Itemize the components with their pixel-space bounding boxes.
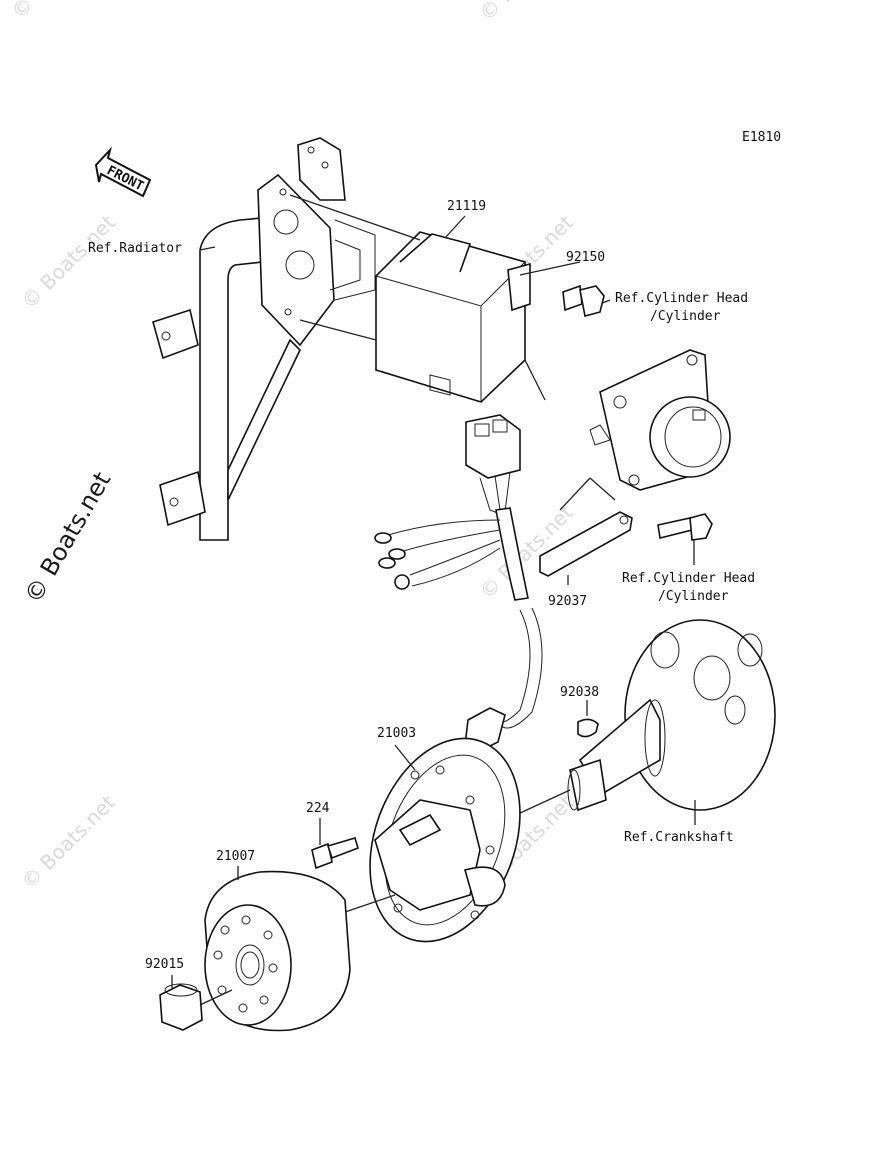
label-92150: 92150 (566, 250, 605, 265)
label-92037: 92037 (548, 594, 587, 609)
nut-92015 (159, 975, 233, 1031)
screw-224 (311, 818, 359, 870)
cylinder-head-part (589, 349, 731, 491)
part-labels: 21119 92150 Ref.Radiator Ref.Cylinder He… (88, 199, 755, 972)
watermark-lower-left: © Boats.net (17, 790, 120, 893)
watermark-top-left: © Boats.net (7, 0, 110, 24)
label-92015: 92015 (145, 957, 184, 972)
diagram-code: E1810 (742, 130, 781, 145)
stator-21003 (369, 737, 521, 943)
label-ref-cyl-head-2b: /Cylinder (658, 589, 729, 604)
label-ref-cyl-head-1b: /Cylinder (650, 309, 721, 324)
label-224: 224 (306, 801, 330, 816)
label-ref-crankshaft: Ref.Crankshaft (624, 830, 734, 845)
label-21007: 21007 (216, 849, 255, 864)
leader-lines-upper (199, 194, 611, 401)
label-ref-cyl-head-2a: Ref.Cylinder Head (622, 571, 755, 586)
label-21119: 21119 (447, 199, 486, 214)
radiator-bracket (152, 137, 376, 541)
label-ref-radiator: Ref.Radiator (88, 241, 182, 256)
bolt-92150 (562, 284, 605, 317)
label-ref-cyl-head-1a: Ref.Cylinder Head (615, 291, 748, 306)
key-92038 (577, 700, 599, 738)
crankshaft-part (504, 619, 776, 825)
label-21003: 21003 (377, 726, 416, 741)
label-92038: 92038 (560, 685, 599, 700)
watermark-side-left: © Boats.net (19, 467, 116, 608)
watermark-top-center: © Boats.net (475, 0, 578, 26)
front-arrow-icon: FRONT (94, 146, 152, 198)
clamp-92037 (539, 477, 713, 585)
wiring-harness (374, 414, 543, 769)
ignitor-box-21119 (375, 231, 531, 403)
watermark-upper-left: © Boats.net (17, 210, 120, 313)
flywheel-21007 (204, 866, 396, 1032)
